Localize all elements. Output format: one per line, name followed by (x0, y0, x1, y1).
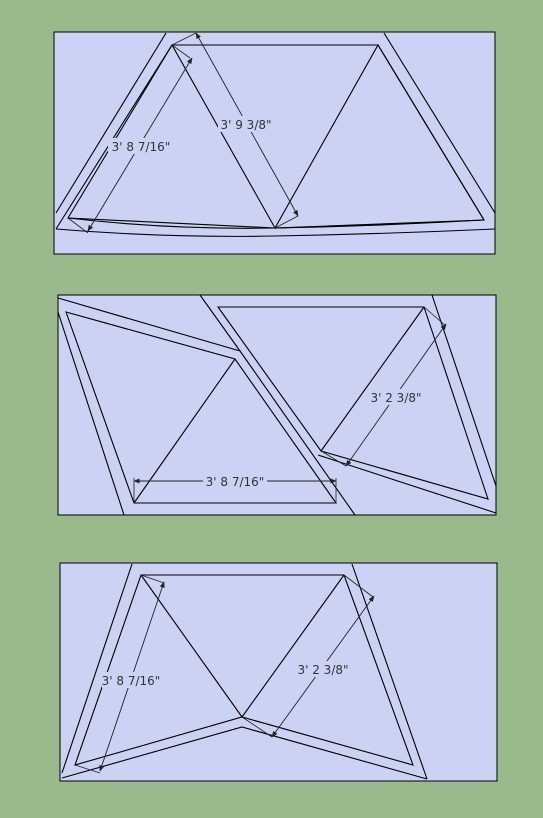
dimension-panel-1-diagonal: 3' 9 3/8" (171, 32, 299, 229)
dimension-label: 3' 9 3/8" (220, 118, 271, 132)
dimension-label: 3' 8 7/16" (102, 674, 161, 688)
dimension-label: 3' 2 3/8" (370, 391, 421, 405)
dimension-panel-1-left: 3' 8 7/16" (67, 44, 193, 234)
dimension-label-background (368, 389, 424, 405)
sheet-panel-1: 3' 8 7/16" 3' 9 3/8" (53, 31, 496, 255)
dimension-extension-line (320, 450, 347, 467)
dimension-panel-3-diagonal: 3' 2 3/8" (241, 574, 375, 738)
bowtie-shape (74, 574, 414, 766)
dimension-label-background (296, 661, 350, 677)
kerf-line (57, 297, 241, 352)
dimension-label-background (102, 672, 160, 688)
dimension-extension-line (67, 217, 89, 234)
dimension-panel-2-base: 3' 8 7/16" (133, 473, 337, 503)
dimension-extension-line (274, 215, 299, 229)
right-trapezoid (216, 306, 489, 500)
dimension-extension-line (74, 764, 101, 774)
dimension-label: 3' 8 7/16" (206, 475, 265, 489)
dimension-label-background (203, 473, 267, 489)
dimension-label-background (108, 138, 172, 154)
dimension-label: 3' 8 7/16" (112, 140, 171, 154)
dimension-extension-line (171, 44, 191, 59)
kerf-line (383, 32, 496, 214)
dimension-extension-line (343, 574, 374, 598)
kerf-line (57, 311, 125, 516)
dimension-extension-line (171, 32, 197, 46)
sheet-panel-2: 3' 8 7/16" 3' 2 3/8" (57, 294, 497, 516)
kerf-line (199, 294, 356, 516)
dimension-panel-2-diagonal: 3' 2 3/8" (320, 306, 447, 467)
dimension-extension-line (241, 716, 273, 738)
dimension-panel-3-left: 3' 8 7/16" (74, 574, 165, 774)
dimension-label-background (218, 116, 274, 132)
arc-edge-lower (55, 228, 496, 237)
right-triangle (274, 43, 485, 229)
dimension-label: 3' 2 3/8" (297, 663, 348, 677)
sheet-panel-3: 3' 8 7/16" 3' 2 3/8" (59, 562, 498, 782)
dimension-extension-line (423, 306, 447, 327)
